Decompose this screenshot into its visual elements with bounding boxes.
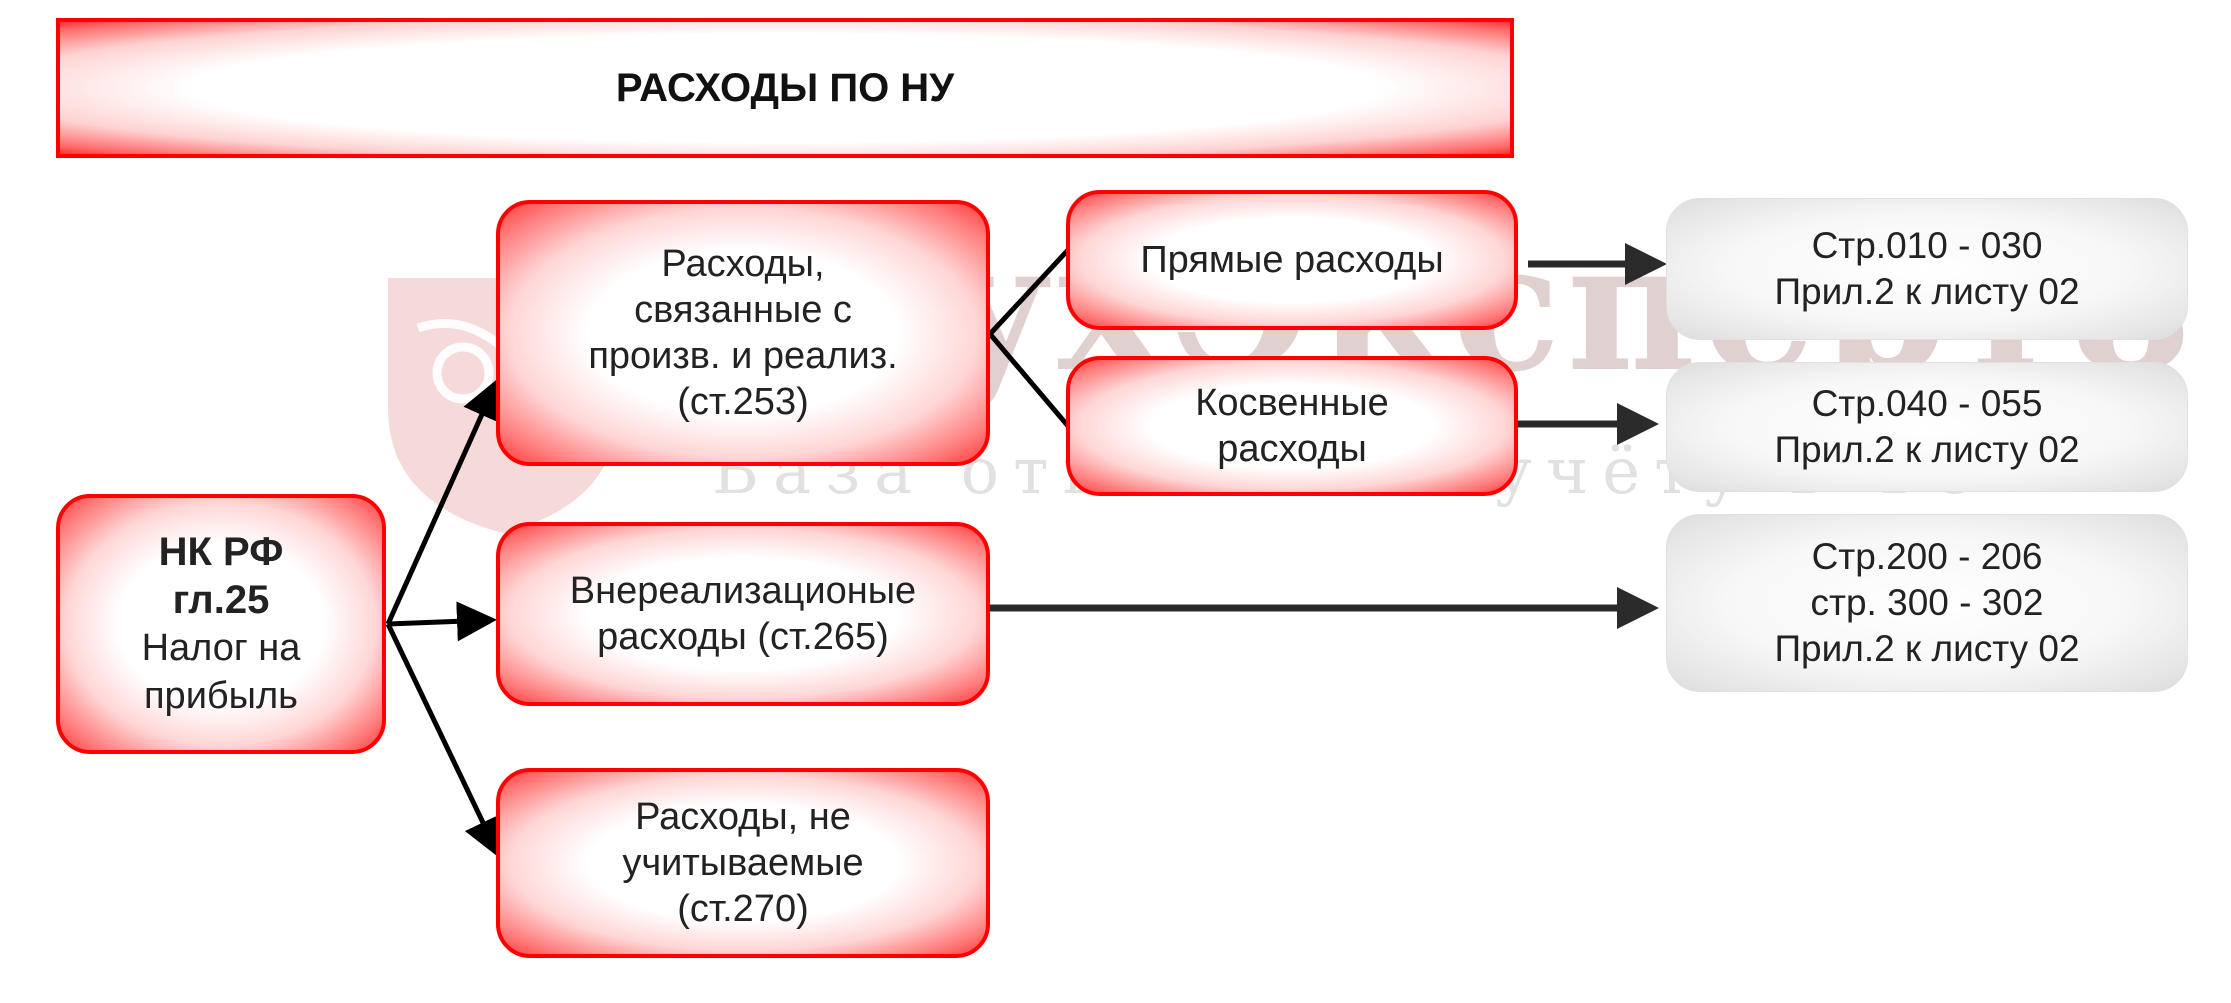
node-production-expenses: Расходы, связанные с произв. и реализ. (…: [496, 200, 990, 466]
node-indirect-expenses-label: Косвенные расходы: [1195, 382, 1389, 470]
node-indirect-expenses: Косвенные расходы: [1066, 356, 1518, 496]
line-production-to-direct: [988, 248, 1070, 336]
diagram-title-box: РАСХОДЫ ПО НУ: [56, 18, 1514, 158]
node-not-accounted-expenses: Расходы, не учитываемые (ст.270): [496, 768, 990, 958]
reference-nonoperating-label: Стр.200 - 206 стр. 300 - 302 Прил.2 к ли…: [1774, 536, 2080, 669]
reference-nonoperating: Стр.200 - 206 стр. 300 - 302 Прил.2 к ли…: [1666, 514, 2188, 692]
reference-indirect-label: Стр.040 - 055 Прил.2 к листу 02: [1774, 383, 2080, 470]
reference-indirect: Стр.040 - 055 Прил.2 к листу 02: [1666, 362, 2188, 492]
root-node-nk-rf: НК РФ гл.25 Налог на прибыль: [56, 494, 386, 754]
arrow-root-to-nonoperating: [387, 601, 497, 642]
node-not-accounted-expenses-label: Расходы, не учитываемые (ст.270): [622, 796, 864, 930]
diagram-title: РАСХОДЫ ПО НУ: [615, 65, 955, 110]
root-node-heading: НК РФ гл.25: [158, 530, 284, 622]
arrow-root-to-production: [385, 378, 500, 626]
node-nonoperating-expenses: Внереализационые расходы (ст.265): [496, 522, 990, 706]
reference-direct-label: Стр.010 - 030 Прил.2 к листу 02: [1774, 225, 2080, 312]
node-nonoperating-expenses-label: Внереализационые расходы (ст.265): [569, 570, 917, 658]
node-direct-expenses-label: Прямые расходы: [1140, 239, 1444, 281]
node-direct-expenses: Прямые расходы: [1066, 190, 1518, 330]
root-node-body: Налог на прибыль: [141, 627, 301, 717]
arrow-root-to-notaccounted: [385, 622, 501, 859]
reference-direct: Стр.010 - 030 Прил.2 к листу 02: [1666, 198, 2188, 340]
line-production-to-indirect: [988, 332, 1070, 428]
node-production-expenses-label: Расходы, связанные с произв. и реализ. (…: [588, 243, 898, 423]
